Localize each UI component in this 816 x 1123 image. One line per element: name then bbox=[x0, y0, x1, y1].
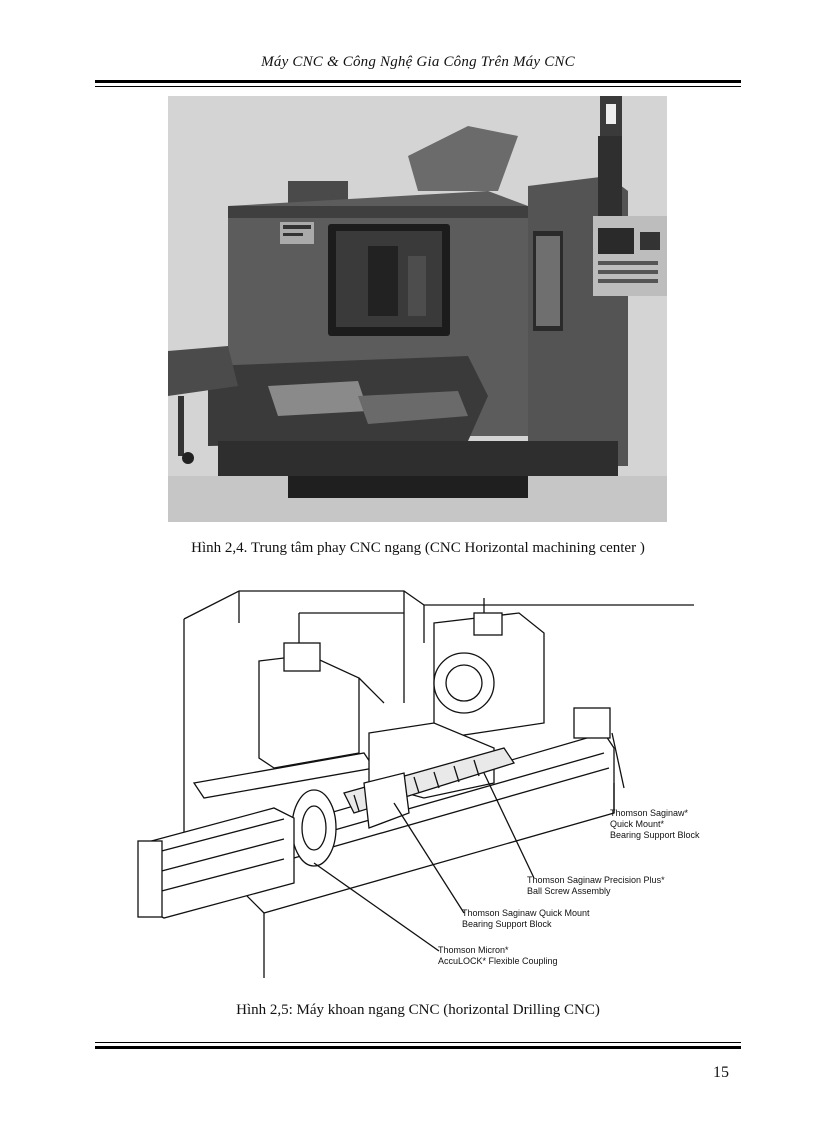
figure-caption-2-4: Hình 2,4. Trung tâm phay CNC ngang (CNC … bbox=[191, 540, 645, 556]
running-header: Máy CNC & Công Nghệ Gia Công Trên Máy CN… bbox=[261, 54, 575, 70]
header-rule bbox=[95, 80, 741, 83]
page-number: 15 bbox=[713, 1064, 729, 1081]
drilling-machine-diagram: Thomson Saginaw* Quick Mount* Bearing Su… bbox=[134, 583, 706, 978]
callout-flexible-coupling: Thomson Micron* AccuLOCK* Flexible Coupl… bbox=[438, 945, 558, 966]
figure-caption-2-5: Hình 2,5: Máy khoan ngang CNC (horizonta… bbox=[236, 1002, 600, 1018]
callout-quick-mount-block: Thomson Saginaw* Quick Mount* Bearing Su… bbox=[610, 808, 700, 840]
machining-center-photo bbox=[168, 96, 667, 522]
footer-rule bbox=[95, 1046, 741, 1049]
footer-rule-thin bbox=[95, 1042, 741, 1043]
callout-bearing-support-block: Thomson Saginaw Quick Mount Bearing Supp… bbox=[462, 908, 590, 929]
callout-ball-screw: Thomson Saginaw Precision Plus* Ball Scr… bbox=[527, 875, 665, 896]
header-rule-thin bbox=[95, 86, 741, 87]
